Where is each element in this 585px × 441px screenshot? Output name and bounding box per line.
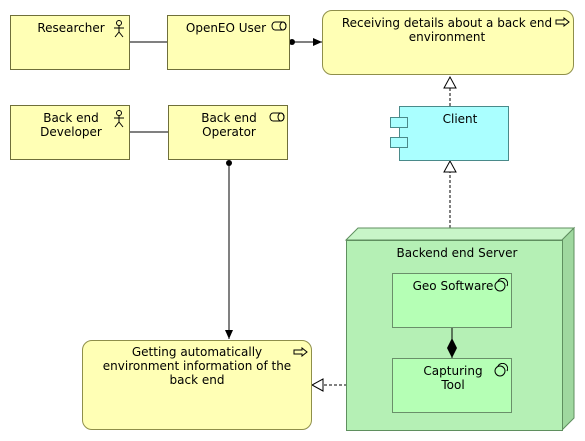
geo-software-system[interactable]: Geo Software	[392, 273, 512, 328]
client-label: Client	[442, 112, 478, 126]
capturing-tool-system[interactable]: Capturing Tool	[392, 358, 512, 413]
system-software-icon	[494, 278, 508, 292]
service-icon	[293, 347, 308, 357]
actor-icon	[114, 110, 124, 128]
actor-icon	[114, 20, 124, 38]
role-icon	[271, 21, 287, 31]
backend-operator-label: Back end Operator	[201, 111, 257, 139]
backend-operator-role[interactable]: Back end Operator	[168, 105, 288, 160]
component-port-bottom	[390, 137, 408, 148]
receiving-details-label: Receiving details about a back end envir…	[341, 16, 553, 44]
backend-developer-label: Back end Developer	[40, 111, 102, 139]
receiving-details-service[interactable]: Receiving details about a back end envir…	[322, 10, 574, 75]
system-software-icon	[494, 363, 508, 377]
openeo-user-label: OpenEO User	[185, 21, 267, 35]
backend-server-label: Backend end Server	[396, 246, 518, 260]
capturing-tool-label: Capturing Tool	[423, 364, 483, 392]
role-icon	[269, 112, 285, 122]
geo-software-label: Geo Software	[412, 279, 494, 293]
client-component[interactable]: Client	[390, 106, 509, 161]
backend-developer-actor[interactable]: Back end Developer	[10, 105, 130, 160]
researcher-actor[interactable]: Researcher	[10, 15, 130, 70]
openeo-user-role[interactable]: OpenEO User	[167, 15, 290, 70]
component-port-top	[390, 117, 408, 128]
researcher-label: Researcher	[37, 21, 105, 35]
getting-info-label: Getting automatically environment inform…	[102, 345, 292, 387]
getting-info-service[interactable]: Getting automatically environment inform…	[82, 340, 312, 430]
service-icon	[555, 17, 570, 27]
serving-user-receiving-dot	[289, 39, 295, 45]
serving-operator-getting-dot	[226, 160, 232, 166]
